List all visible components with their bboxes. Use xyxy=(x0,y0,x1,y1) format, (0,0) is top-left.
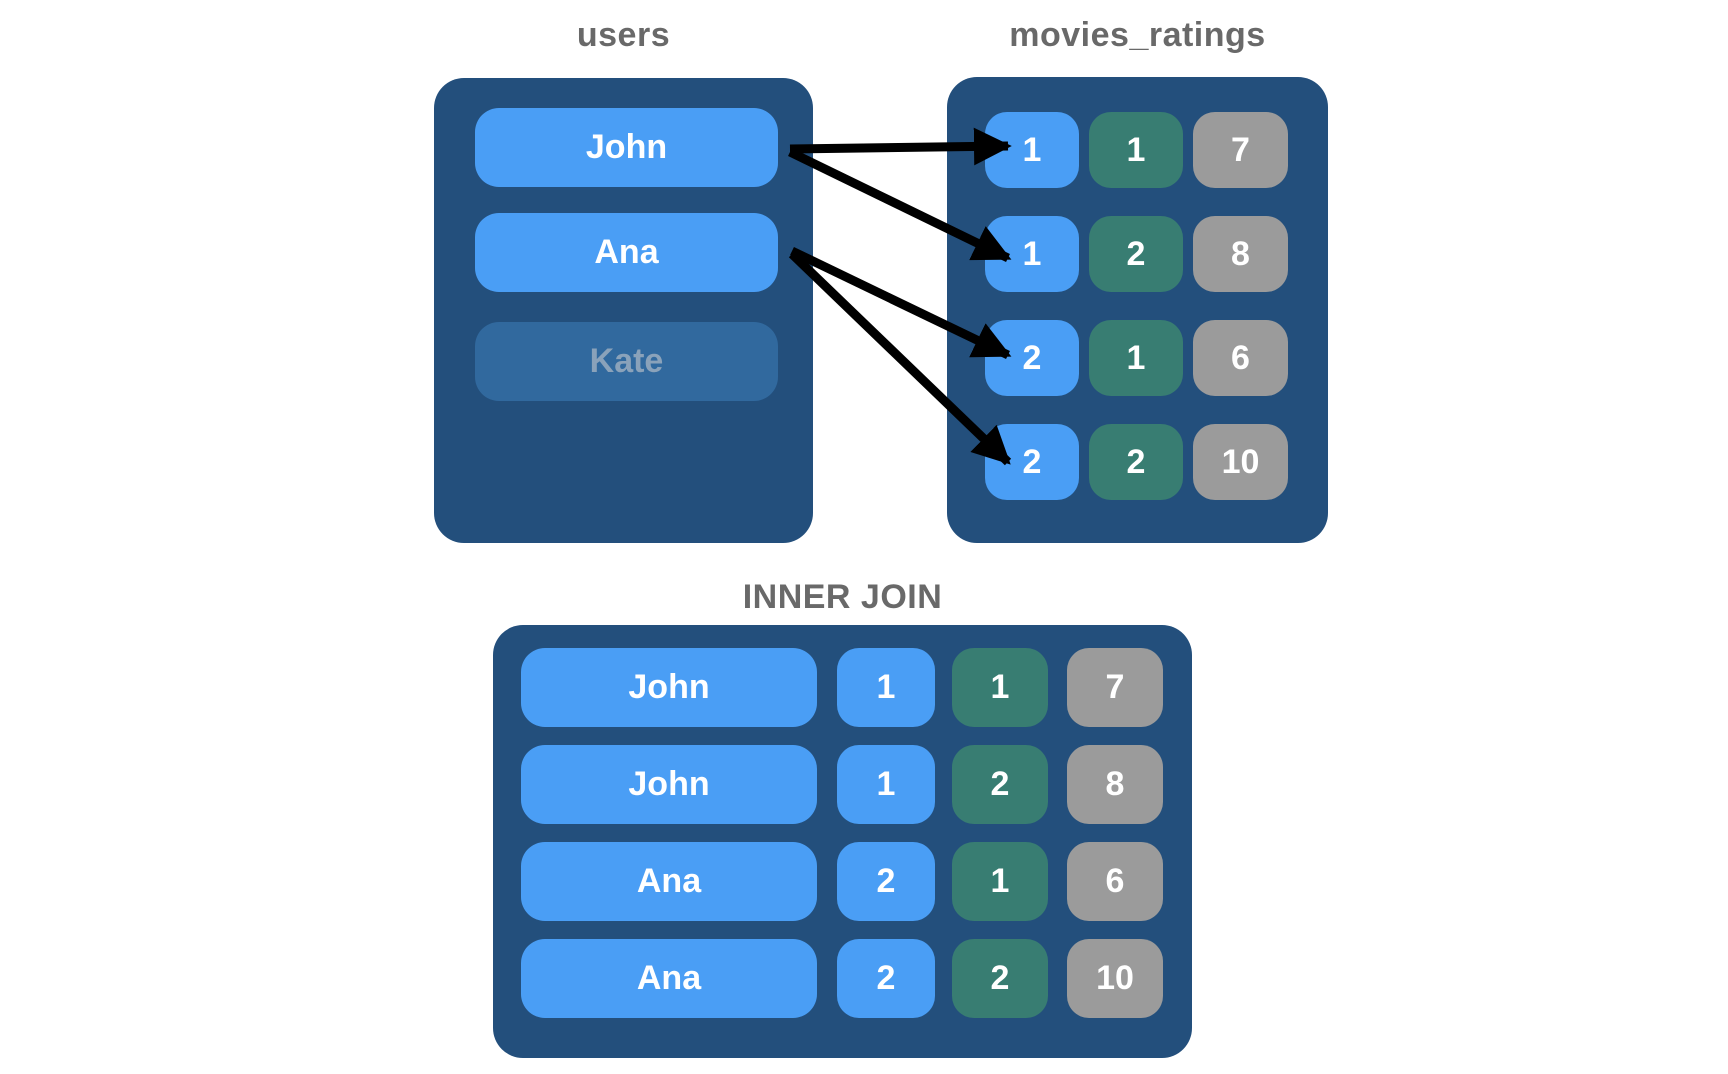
join-cell-r0c2: 7 xyxy=(1067,648,1163,727)
users-table-title: users xyxy=(576,16,671,54)
join-cell-r3c1: 2 xyxy=(952,939,1048,1018)
user-row-ana: Ana xyxy=(475,213,778,292)
movies-ratings-cell-r3c0: 2 xyxy=(985,424,1079,500)
join-cell-r0c1: 1 xyxy=(952,648,1048,727)
movies-ratings-cell-r2c0: 2 xyxy=(985,320,1079,396)
users-table-panel: John Ana Kate xyxy=(434,78,813,543)
join-cell-r0c0: 1 xyxy=(837,648,935,727)
user-row-kate-unmatched: Kate xyxy=(475,322,778,401)
join-cell-r2c1: 1 xyxy=(952,842,1048,921)
movies-ratings-cell-r0c1: 1 xyxy=(1089,112,1183,188)
join-cell-r2c2: 6 xyxy=(1067,842,1163,921)
join-cell-r3c2: 10 xyxy=(1067,939,1163,1018)
movies-ratings-cell-r1c2: 8 xyxy=(1193,216,1288,292)
join-row-name-1: John xyxy=(521,745,817,824)
join-cell-r1c1: 2 xyxy=(952,745,1048,824)
join-cell-r1c0: 1 xyxy=(837,745,935,824)
movies-ratings-cell-r1c0: 1 xyxy=(985,216,1079,292)
user-row-john: John xyxy=(475,108,778,187)
movies-ratings-table-panel: 1 1 7 1 2 8 2 1 6 2 2 10 xyxy=(947,77,1328,543)
movies-ratings-cell-r3c2: 10 xyxy=(1193,424,1288,500)
movies-ratings-cell-r2c2: 6 xyxy=(1193,320,1288,396)
join-cell-r2c0: 2 xyxy=(837,842,935,921)
join-cell-r3c0: 2 xyxy=(837,939,935,1018)
join-row-name-3: Ana xyxy=(521,939,817,1018)
movies-ratings-cell-r3c1: 2 xyxy=(1089,424,1183,500)
movies-ratings-cell-r2c1: 1 xyxy=(1089,320,1183,396)
inner-join-table-panel: John 1 1 7 John 1 2 8 Ana 2 1 6 Ana 2 2 … xyxy=(493,625,1192,1058)
join-row-name-2: Ana xyxy=(521,842,817,921)
movies-ratings-cell-r0c2: 7 xyxy=(1193,112,1288,188)
movies-ratings-cell-r1c1: 2 xyxy=(1089,216,1183,292)
join-cell-r1c2: 8 xyxy=(1067,745,1163,824)
movies-ratings-cell-r0c0: 1 xyxy=(985,112,1079,188)
movies-ratings-table-title: movies_ratings xyxy=(1009,16,1266,54)
inner-join-title: INNER JOIN xyxy=(742,578,943,616)
join-row-name-0: John xyxy=(521,648,817,727)
